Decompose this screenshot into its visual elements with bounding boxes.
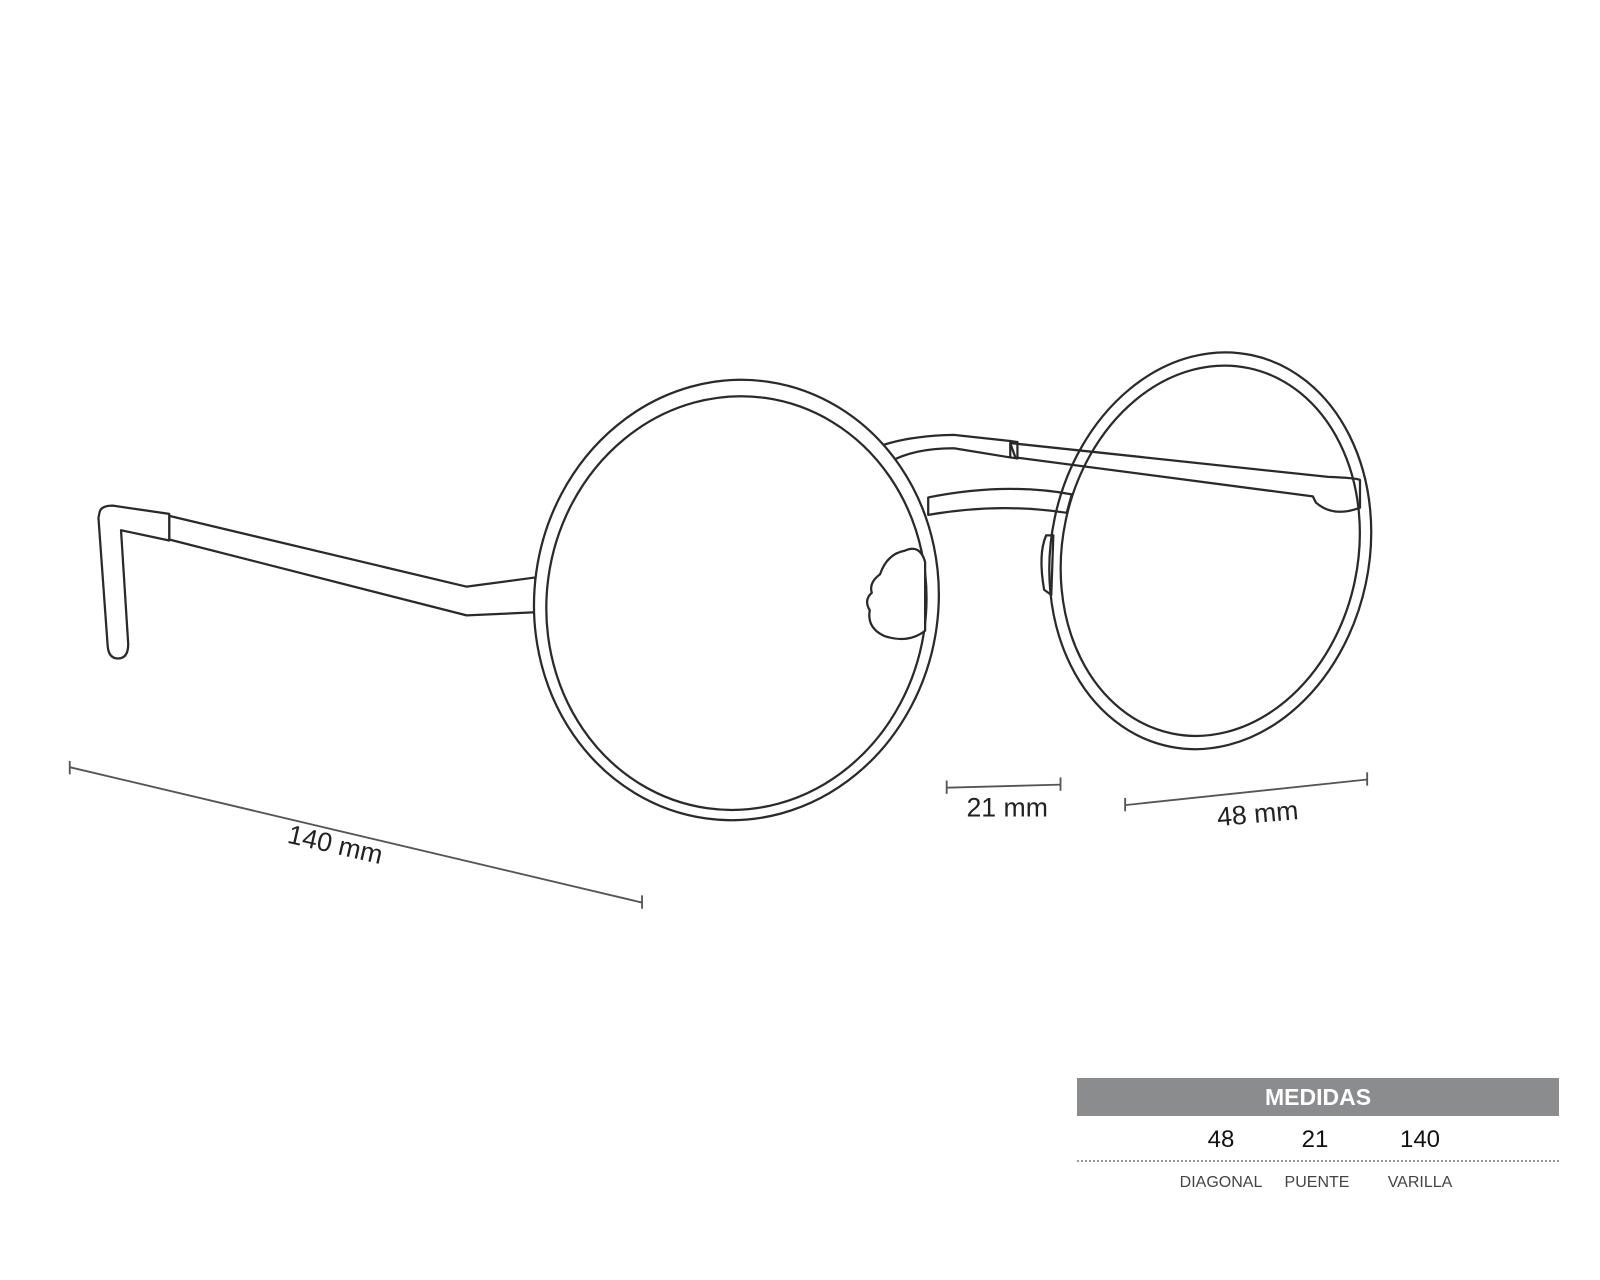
- lens-dimension: 48 mm: [1124, 772, 1369, 832]
- value-puente: 21: [1301, 1126, 1329, 1153]
- value-diagonal: 48: [1207, 1126, 1235, 1153]
- temple-dimension-label: 140 mm: [285, 819, 386, 870]
- left-temple: [97, 504, 537, 660]
- table-values-row: 48 21 140: [1077, 1116, 1559, 1160]
- right-lens: [1048, 351, 1373, 751]
- top-bar: [870, 433, 1012, 468]
- temple-dimension: 140 mm: [68, 761, 643, 909]
- label-puente: PUENTE: [1284, 1174, 1350, 1191]
- nose-pad-right: [866, 547, 927, 641]
- measurements-table: MEDIDAS 48 21 140 DIAGONAL PUENTE VARILL…: [1077, 1078, 1559, 1206]
- table-title: MEDIDAS: [1077, 1078, 1559, 1116]
- bridge-dimension-label: 21 mm: [966, 792, 1047, 822]
- dotted-divider: [1077, 1160, 1559, 1162]
- lens-dimension-label: 48 mm: [1216, 795, 1300, 832]
- bridge-dimension: 21 mm: [945, 777, 1062, 822]
- value-varilla: 140: [1399, 1126, 1441, 1153]
- label-varilla: VARILLA: [1387, 1174, 1453, 1191]
- label-diagonal: DIAGONAL: [1179, 1174, 1263, 1191]
- back-temple: [1009, 439, 1362, 513]
- table-labels-row: DIAGONAL PUENTE VARILLA: [1077, 1162, 1559, 1206]
- bridge: [927, 487, 1073, 516]
